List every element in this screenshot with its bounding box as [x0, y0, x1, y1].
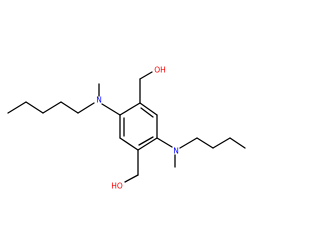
- hexyl-chain-bond: [229, 137, 246, 149]
- hexyl-chain-bond: [60, 101, 79, 114]
- hexyl-chain-bond: [212, 137, 231, 149]
- c-o-bond: [139, 71, 153, 80]
- molecule-structure: N N OH HO: [7, 66, 246, 191]
- nitrogen-atom-label: N: [96, 96, 102, 105]
- c-o-bond: [124, 174, 139, 183]
- atom-labels: N N OH HO: [96, 66, 179, 191]
- ring-bond: [137, 137, 158, 151]
- ring-double-bond: [138, 136, 154, 146]
- bond-lines: [7, 71, 246, 183]
- hexyl-chain-bond: [25, 101, 44, 114]
- ring-bond: [139, 102, 158, 116]
- ring-bond: [119, 102, 141, 116]
- ring-bond: [119, 137, 139, 151]
- hydroxyl-atom-label: HO: [111, 182, 123, 191]
- hexyl-chain-bond: [77, 102, 95, 114]
- hydroxyl-atom-label: OH: [154, 66, 166, 75]
- hexyl-chain-bond: [42, 101, 62, 114]
- c-n-bond: [156, 137, 173, 148]
- ring-double-bond: [140, 107, 154, 118]
- hexyl-chain-bond: [7, 101, 27, 114]
- hexyl-chain-bond: [179, 137, 198, 149]
- nitrogen-atom-label: N: [173, 147, 179, 156]
- c-n-bond: [101, 103, 121, 116]
- hexyl-chain-bond: [196, 137, 214, 149]
